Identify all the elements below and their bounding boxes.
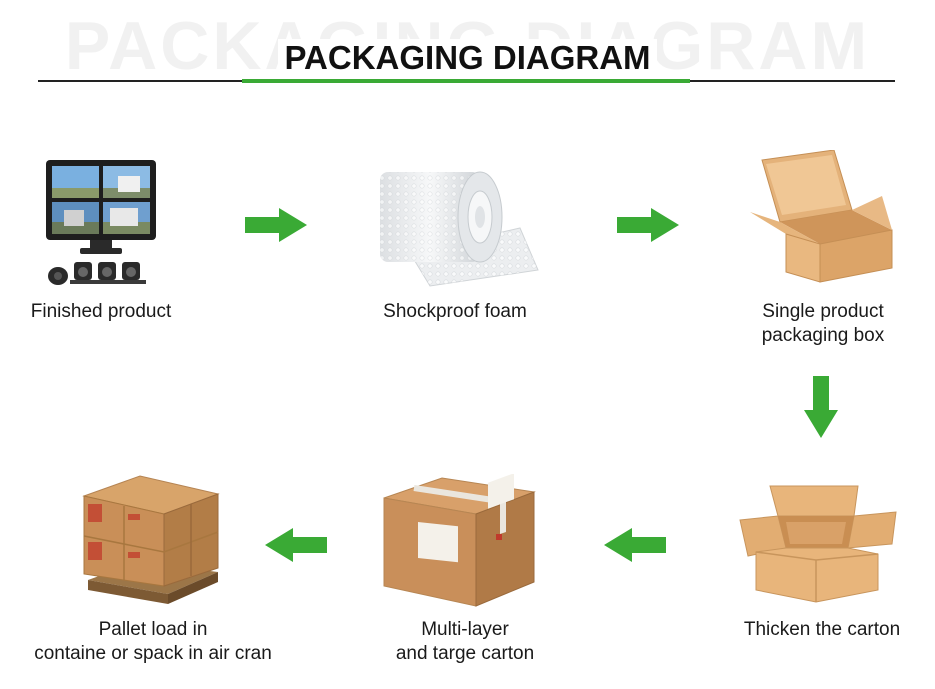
step-label-line: Single product [762,301,884,322]
step-label-line: and targe carton [395,643,535,664]
step-label: Shockproof foam [360,300,550,324]
arrow-left-icon [604,528,666,562]
bubble-wrap-roll-icon [380,171,539,287]
step-label-line: Finished product [30,301,172,322]
monitor-with-cameras-icon [46,160,156,285]
arrow-down-icon [804,376,838,438]
pallet-of-boxes-icon [82,475,220,604]
sealed-carton-icon [383,474,536,607]
step-label-line: containe or spack in air cran [34,643,272,664]
step-label: Finished product [6,300,196,324]
open-carton-icon [739,485,897,603]
open-mailer-box-icon [750,150,893,283]
header-accent-bar [242,79,690,83]
arrow-right-icon [245,208,307,242]
step-label: Thicken the carton [727,618,917,642]
step-label: Multi-layer and targe carton [360,618,570,666]
step-label-line: Pallet load in [98,619,208,640]
step-label-line: packaging box [761,325,885,346]
page-title-text: PACKAGING DIAGRAM [278,39,657,76]
arrow-right-icon [617,208,679,242]
page-title: PACKAGING DIAGRAM [0,38,935,78]
step-label-line: Shockproof foam [383,301,527,322]
step-label: Pallet load in containe or spack in air … [8,618,298,666]
arrow-left-icon [265,528,327,562]
step-label-line: Thicken the carton [743,619,901,640]
step-label-line: Multi-layer [421,619,509,640]
step-label: Single product packaging box [728,300,918,348]
